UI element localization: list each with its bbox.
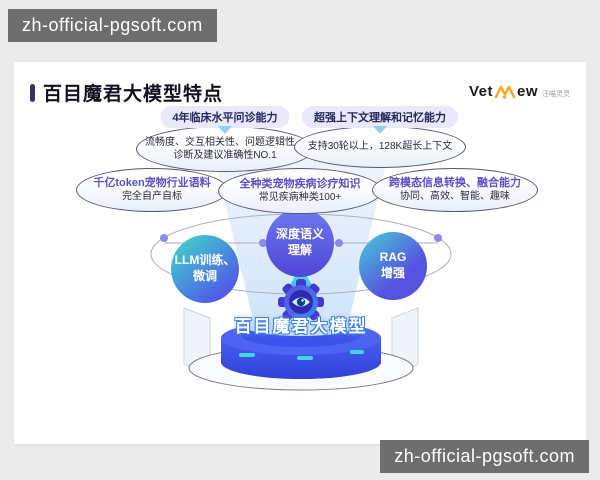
circle-text: 增强 (380, 266, 405, 280)
cat-ears-icon (494, 84, 516, 99)
bubble-text: 支持30轮以上，128K超长上下文 (307, 141, 453, 153)
watermark-bottom-right: zh-official-pgsoft.com (380, 440, 589, 473)
circle-text: 微调 (192, 269, 217, 283)
model-name-label: 百目魔君大模型 (234, 317, 368, 336)
circle-text: 理解 (287, 243, 312, 257)
up-arrow-icon (287, 266, 315, 290)
bubble-text: 协同、高效、智能、趣味 (400, 191, 510, 203)
bubble-text: 常见疾病种类100+ (258, 192, 342, 204)
chevron-down-icon (218, 126, 232, 134)
orbit-dot (335, 239, 343, 247)
circle-semantic-understanding: 深度语义 理解 (266, 209, 334, 277)
circle-rag: RAG 增强 (359, 232, 427, 300)
bubble-multimodal: 跨模态信息转换、融合能力 协同、高效、智能、趣味 (372, 168, 538, 212)
page-title-block: 百目魔君大模型特点 (30, 79, 223, 106)
logo-text-ew: ew (516, 83, 538, 100)
orbit-dot (259, 239, 267, 247)
feature-pill-2: 超强上下文理解和记忆能力 (302, 106, 458, 128)
watermark-top-left: zh-official-pgsoft.com (8, 9, 217, 42)
bubble-title: 千亿token宠物行业语料 (93, 177, 211, 190)
circle-llm-training: LLM训练、 微调 (171, 235, 239, 303)
logo-text-vet: Vet (468, 83, 493, 100)
circle-text: RAG (379, 250, 407, 265)
orbit-dot (160, 234, 168, 242)
logo-tagline: 汪喵灵灵 (542, 90, 570, 98)
circle-text: LLM训练、 (174, 253, 236, 268)
bubble-disease-knowledge: 全种类宠物疾病诊疗知识 常见疾病种类100+ (218, 168, 382, 214)
slide-card: 百目魔君大模型特点 Vet ew 汪喵灵灵 (14, 62, 586, 444)
title-accent-bar (30, 83, 35, 102)
slide-header: 百目魔君大模型特点 Vet ew 汪喵灵灵 (14, 62, 586, 106)
gear-eye-icon (278, 279, 324, 325)
bubble-title: 全种类宠物疾病诊疗知识 (239, 178, 361, 191)
circle-text: 深度语义 (275, 227, 324, 242)
chevron-down-icon (373, 126, 387, 134)
vetmew-logo: Vet ew 汪喵灵灵 (469, 84, 570, 99)
bubble-corpus: 千亿token宠物行业语料 完全自产自标 (76, 168, 228, 212)
orbit-dot (434, 234, 442, 242)
bubble-title: 跨模态信息转换、融合能力 (389, 177, 521, 190)
bubble-text: 完全自产自标 (122, 191, 182, 203)
feature-pill-1: 4年临床水平问诊能力 (160, 106, 290, 128)
bubble-text: 诊断及建议准确性NO.1 (173, 150, 277, 161)
page-title: 百目魔君大模型特点 (43, 84, 224, 105)
bubble-text: 流畅度、交互相关性、问题逻辑性、 (145, 136, 305, 148)
